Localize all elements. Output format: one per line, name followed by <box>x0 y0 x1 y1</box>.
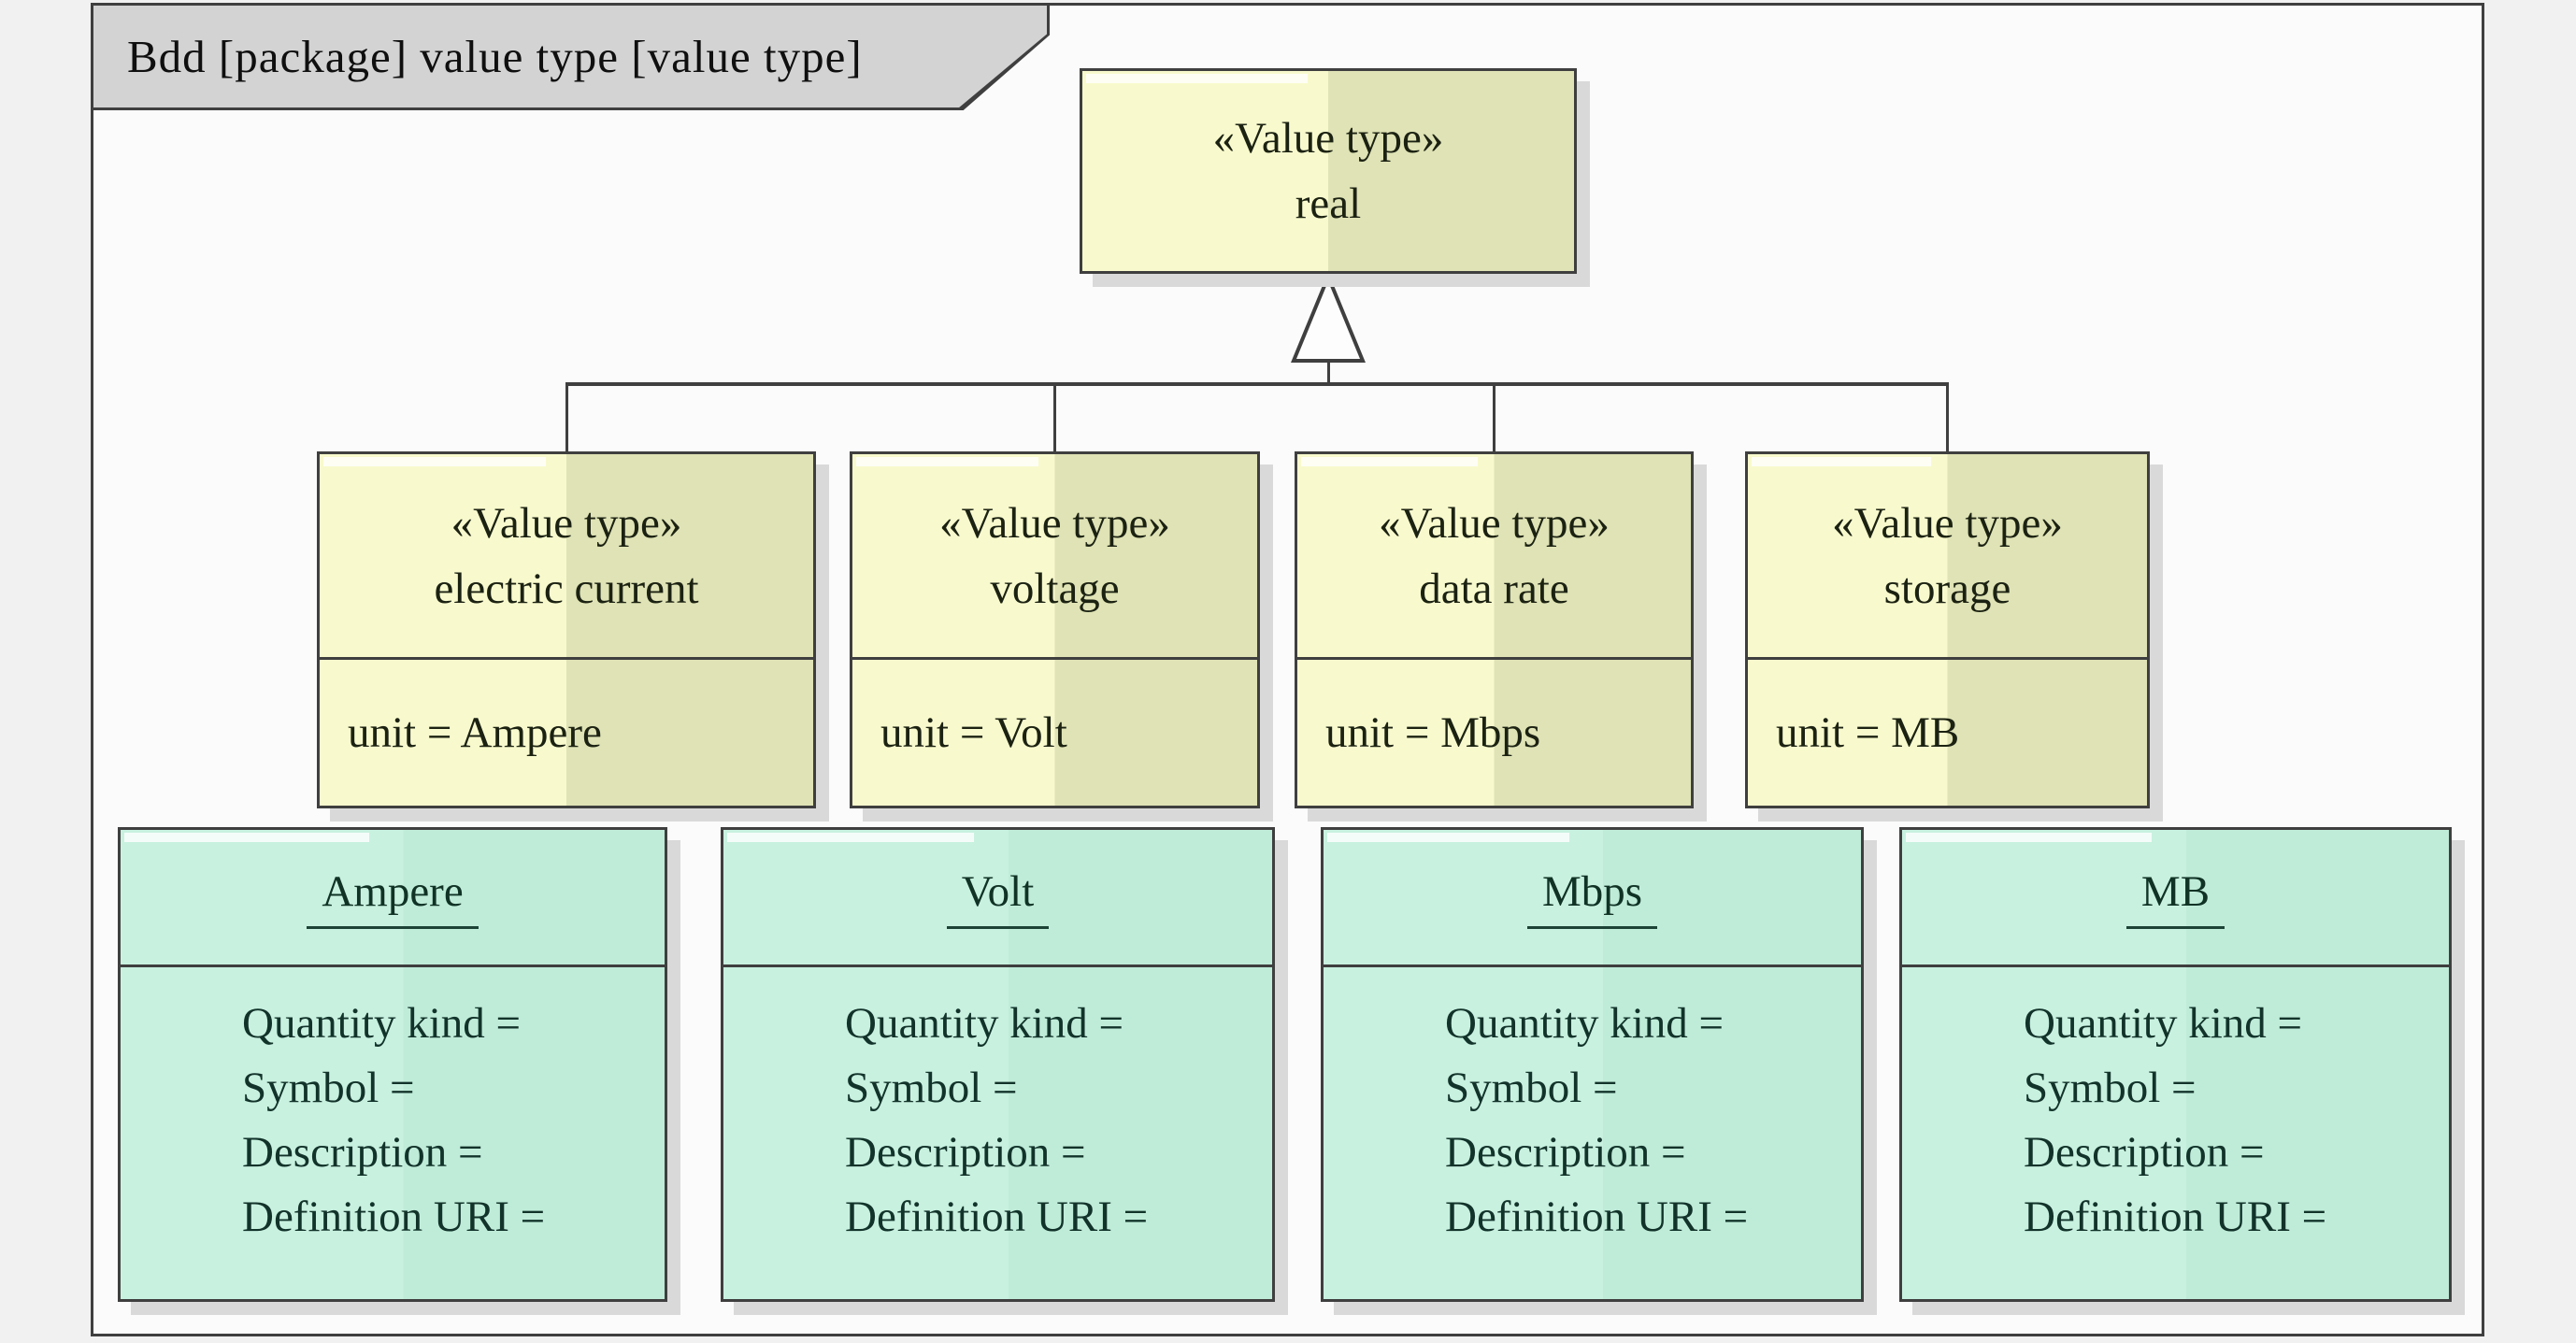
block-electric-current: «Value type» electric current unit = Amp… <box>317 451 816 808</box>
attribute-definition-uri: Definition URI = <box>2024 1193 2327 1241</box>
attribute-symbol: Symbol = <box>242 1064 415 1112</box>
unit-block-mbps: Mbps Quantity kind = Symbol = Descriptio… <box>1321 827 1864 1302</box>
frame-title-tab: Bdd [package] value type [value type] <box>91 3 1050 110</box>
attribute-symbol: Symbol = <box>845 1064 1018 1112</box>
unit-block-volt: Volt Quantity kind = Symbol = Descriptio… <box>721 827 1275 1302</box>
unit-block-volt-header: Volt <box>723 830 1272 967</box>
block-real-name: real <box>1295 179 1362 228</box>
generalization-drop-line-3 <box>1493 384 1496 451</box>
unit-block-mb: MB Quantity kind = Symbol = Description … <box>1899 827 2452 1302</box>
attribute-definition-uri: Definition URI = <box>1445 1193 1749 1241</box>
unit-block-ampere: Ampere Quantity kind = Symbol = Descript… <box>118 827 667 1302</box>
block-data-rate-header: «Value type» data rate <box>1297 454 1691 660</box>
unit-attribute: unit = Volt <box>880 708 1067 757</box>
block-voltage: «Value type» voltage unit = Volt <box>850 451 1260 808</box>
unit-attributes-list: Quantity kind = Symbol = Description = D… <box>723 967 1272 1250</box>
attribute-symbol: Symbol = <box>1445 1064 1618 1112</box>
attribute-quantity-kind: Quantity kind = <box>242 999 522 1048</box>
generalization-drop-line-4 <box>1946 384 1949 451</box>
frame-title: Bdd [package] value type [value type] <box>127 31 863 82</box>
generalization-drop-line-1 <box>565 384 568 451</box>
stereotype-label: «Value type» <box>451 498 682 548</box>
unit-attribute: unit = MB <box>1776 708 1960 757</box>
unit-title: Ampere <box>307 866 479 929</box>
unit-attribute: unit = Mbps <box>1325 708 1541 757</box>
attribute-quantity-kind: Quantity kind = <box>845 999 1124 1048</box>
block-name: storage <box>1883 564 2011 613</box>
attribute-description: Description = <box>242 1128 483 1177</box>
unit-title: Volt <box>946 866 1050 929</box>
block-name: voltage <box>990 564 1120 613</box>
generalization-triangle-icon <box>1291 274 1366 363</box>
block-real-stereotype: «Value type» <box>1212 114 1444 163</box>
stereotype-label: «Value type» <box>1379 498 1610 548</box>
stereotype-label: «Value type» <box>1832 498 2063 548</box>
block-name: electric current <box>434 564 699 613</box>
attribute-definition-uri: Definition URI = <box>242 1193 546 1241</box>
unit-block-ampere-header: Ampere <box>121 830 665 967</box>
generalization-stem-line <box>1327 361 1330 383</box>
attribute-description: Description = <box>2024 1128 2265 1177</box>
attribute-quantity-kind: Quantity kind = <box>2024 999 2303 1048</box>
block-electric-current-header: «Value type» electric current <box>320 454 813 660</box>
unit-title: Mbps <box>1526 866 1658 929</box>
attribute-description: Description = <box>845 1128 1086 1177</box>
generalization-bus-line <box>565 382 1949 386</box>
attribute-description: Description = <box>1445 1128 1686 1177</box>
block-storage: «Value type» storage unit = MB <box>1745 451 2150 808</box>
unit-attributes-list: Quantity kind = Symbol = Description = D… <box>121 967 665 1250</box>
attribute-quantity-kind: Quantity kind = <box>1445 999 1724 1048</box>
block-real: «Value type» real <box>1080 68 1577 274</box>
unit-block-mb-header: MB <box>1902 830 2449 967</box>
block-data-rate: «Value type» data rate unit = Mbps <box>1295 451 1694 808</box>
unit-title: MB <box>2125 866 2225 929</box>
block-storage-header: «Value type» storage <box>1748 454 2147 660</box>
attribute-definition-uri: Definition URI = <box>845 1193 1149 1241</box>
attribute-symbol: Symbol = <box>2024 1064 2197 1112</box>
frame-title-tab-fill: Bdd [package] value type [value type] <box>93 6 1047 107</box>
generalization-drop-line-2 <box>1053 384 1056 451</box>
stereotype-label: «Value type» <box>939 498 1170 548</box>
unit-attributes-list: Quantity kind = Symbol = Description = D… <box>1324 967 1861 1250</box>
block-name: data rate <box>1419 564 1569 613</box>
unit-attributes-list: Quantity kind = Symbol = Description = D… <box>1902 967 2449 1250</box>
unit-block-mbps-header: Mbps <box>1324 830 1861 967</box>
block-voltage-header: «Value type» voltage <box>852 454 1257 660</box>
unit-attribute: unit = Ampere <box>348 708 602 757</box>
